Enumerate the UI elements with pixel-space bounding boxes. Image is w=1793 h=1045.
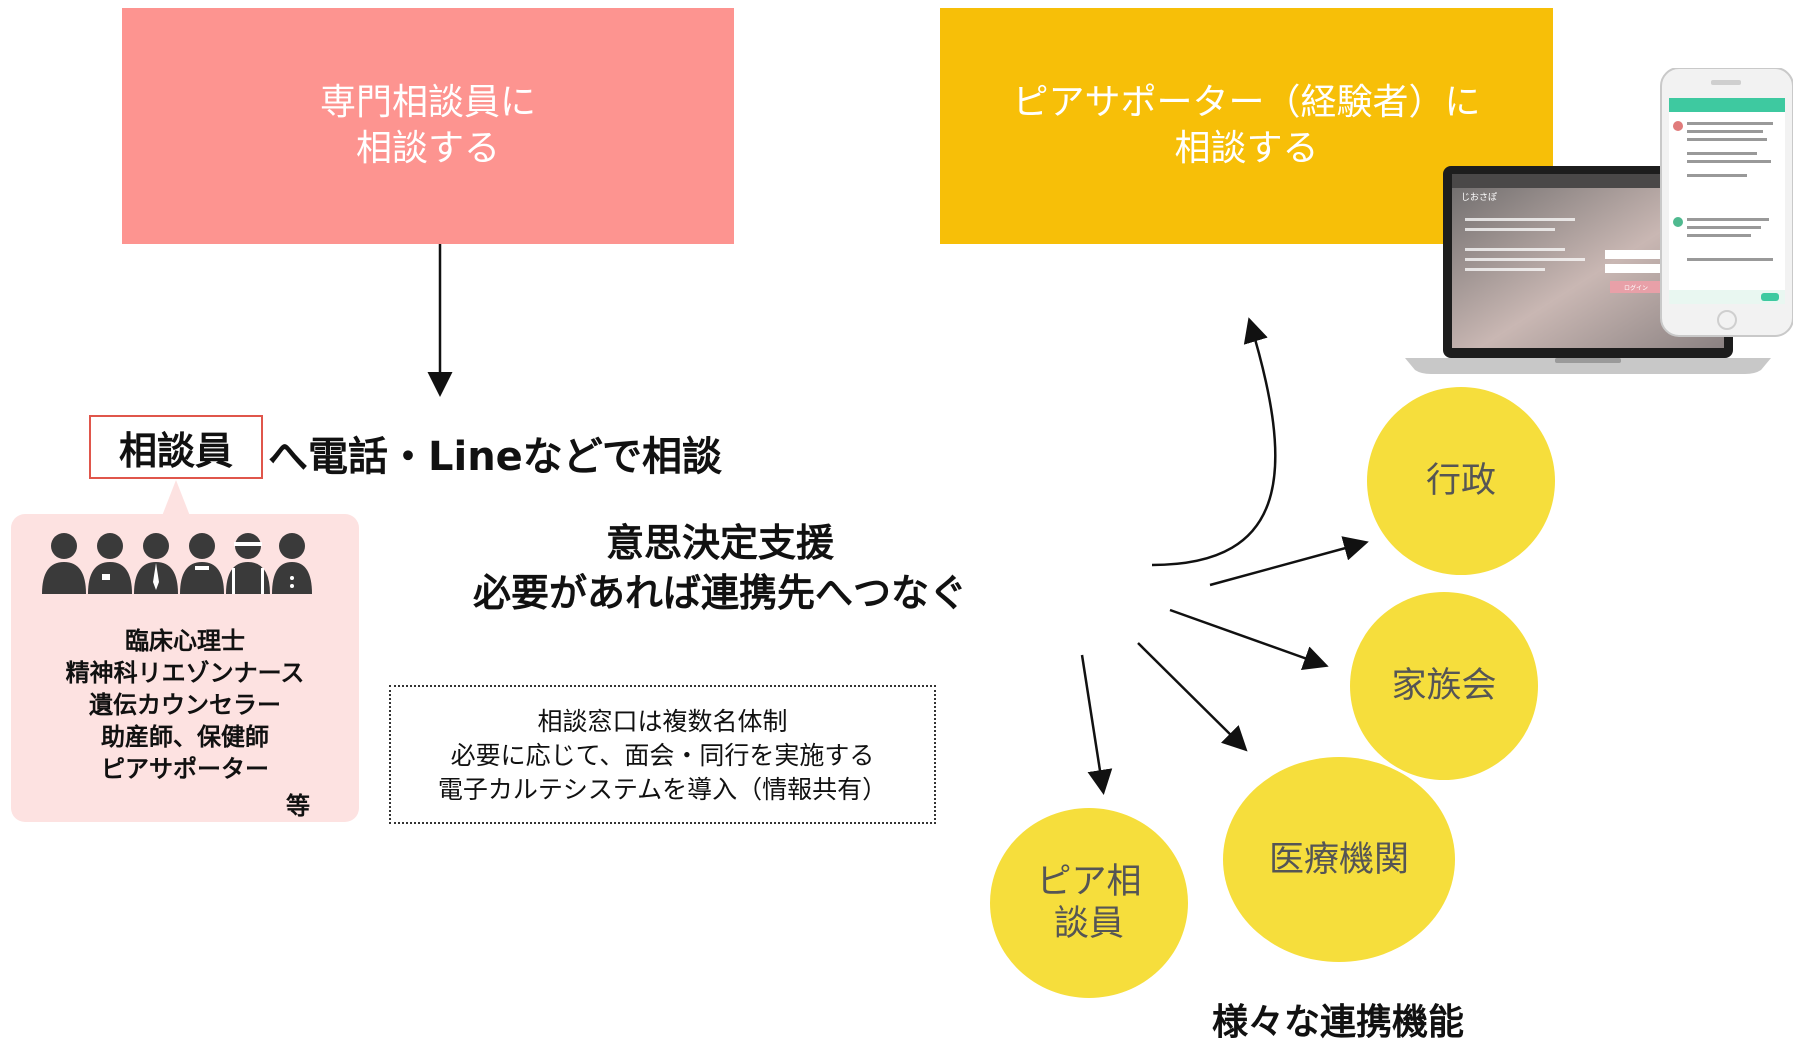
- role-item: 臨床心理士: [125, 627, 245, 655]
- note-line-2: 必要に応じて、面会・同行を実施する: [450, 741, 875, 770]
- role-item: ピアサポーター: [101, 755, 269, 783]
- partner-family-association: 家族会: [1350, 592, 1538, 780]
- role-item: 精神科リエゾンナース: [65, 659, 305, 687]
- decision-support-text: 意思決定支援 必要があれば連携先へつなぐ: [420, 518, 1020, 618]
- arrow-to-peer: [1080, 654, 1113, 795]
- svg-text:ログイン: ログイン: [1624, 284, 1648, 292]
- laptop-phone-illustration: じおさぽ ログイン: [1405, 68, 1793, 374]
- partner-peer-counselor: ピア相 談員: [990, 808, 1188, 998]
- person-icon: [134, 533, 178, 594]
- smartphone-icon: [1660, 68, 1793, 337]
- person-icon: [88, 533, 132, 594]
- arrow-to-gyosei: [1209, 536, 1369, 587]
- decision-line-2: 必要があれば連携先へつなぐ: [472, 571, 967, 615]
- arrow-to-devices: [1151, 317, 1277, 567]
- svg-text:じおさぽ: じおさぽ: [1461, 192, 1497, 203]
- arrow-to-kazoku: [1169, 608, 1329, 671]
- decision-line-1: 意思決定支援: [605, 521, 834, 565]
- network-functions-title: 様々な連携機能: [1212, 1002, 1465, 1043]
- person-icon: [180, 533, 224, 594]
- specialist-consult-box: 専門相談員に 相談する: [122, 8, 734, 244]
- partner-administration: 行政: [1367, 387, 1555, 575]
- consultant-contact-heading: へ電話・Lineなどで相談: [268, 434, 723, 480]
- person-icon: [42, 533, 86, 594]
- arrow-to-iryo: [1137, 642, 1248, 752]
- peer-supporter-consult-box: ピアサポーター（経験者）に 相談する: [940, 8, 1553, 244]
- person-icon: [272, 533, 312, 594]
- consultant-people-icons: [42, 533, 312, 594]
- person-icon: [226, 533, 270, 594]
- bubble-tail: [162, 480, 190, 516]
- roles-list: 臨床心理士 精神科リエゾンナース 遺伝カウンセラー 助産師、保健師 ピアサポータ…: [30, 625, 340, 785]
- role-item: 助産師、保健師: [101, 723, 269, 751]
- consultant-tag: 相談員: [89, 415, 263, 479]
- note-line-3: 電子カルテシステムを導入（情報共有）: [437, 775, 888, 804]
- note-line-1: 相談窓口は複数名体制: [537, 707, 788, 736]
- role-item: 遺伝カウンセラー: [89, 691, 281, 719]
- partner-medical-institution: 医療機関: [1223, 757, 1455, 962]
- roles-etc: 等: [286, 792, 310, 820]
- consultation-window-note: 相談窓口は複数名体制 必要に応じて、面会・同行を実施する 電子カルテシステムを導…: [389, 685, 936, 824]
